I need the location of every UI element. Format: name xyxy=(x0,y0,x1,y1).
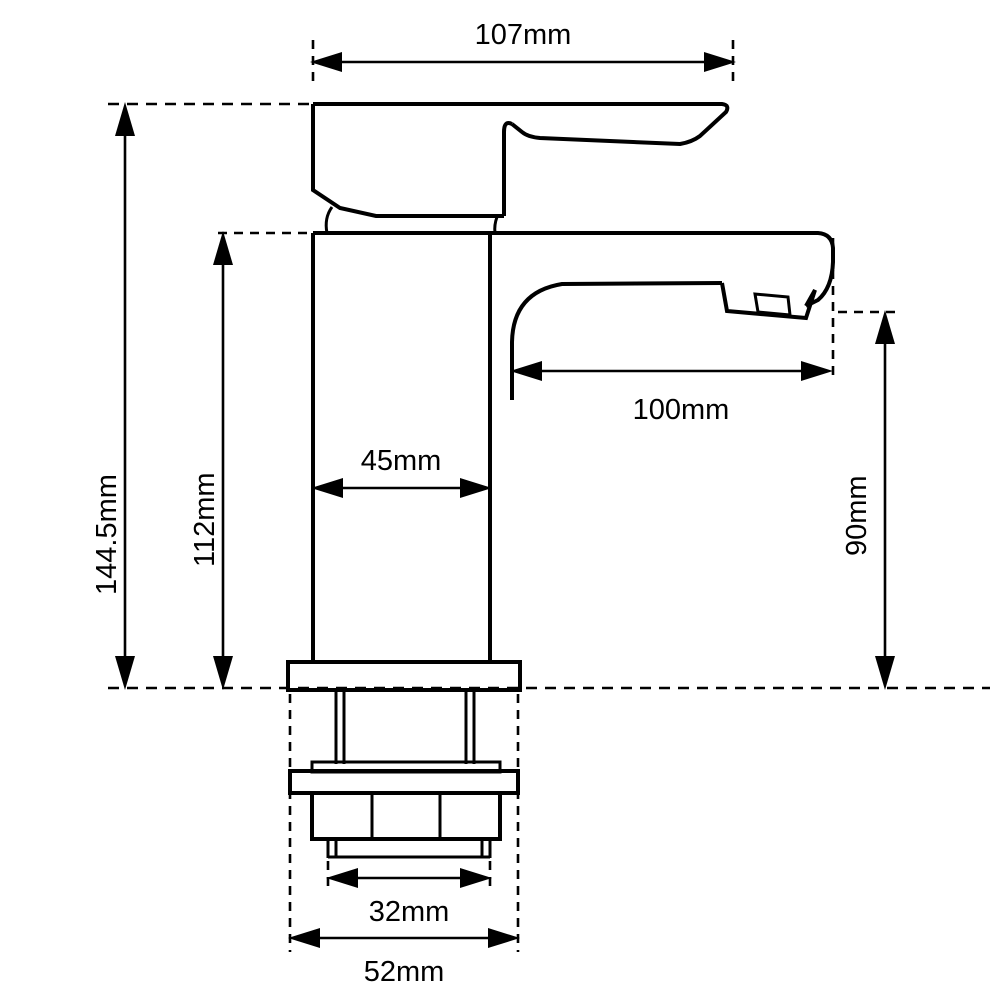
handle-pivot-right-curve xyxy=(493,216,499,234)
arrowhead-144-5-top xyxy=(115,102,135,136)
dim-label-32: 32mm xyxy=(369,896,450,928)
arrowhead-112-top xyxy=(213,231,233,265)
lever-handle-underside xyxy=(311,104,504,218)
arrowhead-45-left xyxy=(311,478,343,498)
arrowhead-90-bottom xyxy=(875,656,895,690)
arrowhead-90-top xyxy=(875,310,895,344)
spout-underside-curve xyxy=(510,281,723,400)
arrowhead-100-left xyxy=(510,361,542,381)
dim-label-107: 107mm xyxy=(475,19,572,51)
aerator-insert xyxy=(753,292,792,317)
arrowhead-52-right xyxy=(488,928,520,948)
fixing-nut-collar xyxy=(288,769,520,795)
tap-outline-group xyxy=(286,102,835,859)
lever-handle-upper-edge xyxy=(313,102,730,147)
arrowhead-52-left xyxy=(288,928,320,948)
arrowhead-32-right xyxy=(460,868,492,888)
spout-top-surface xyxy=(313,231,835,308)
dimension-spout-height: 90mm xyxy=(841,310,895,690)
arrowhead-107-left xyxy=(310,52,342,72)
dim-label-52: 52mm xyxy=(364,956,445,988)
dim-label-100: 100mm xyxy=(633,394,730,426)
dim-label-112: 112mm xyxy=(189,472,221,567)
arrowhead-45-right xyxy=(460,478,492,498)
aerator-housing xyxy=(720,282,817,321)
arrowhead-32-left xyxy=(326,868,358,888)
dimension-body-width: 45mm xyxy=(311,445,492,498)
fixing-nut-body xyxy=(310,791,502,841)
dimension-overall-height: 144.5mm xyxy=(91,102,135,690)
dimension-thread-diameter: 32mm xyxy=(326,868,492,928)
arrowhead-107-right xyxy=(704,52,736,72)
lever-handle-front-face xyxy=(502,121,513,208)
dimension-spout-reach: 100mm xyxy=(510,361,833,426)
arrowhead-144-5-bottom xyxy=(115,656,135,690)
arrowhead-112-bottom xyxy=(213,656,233,690)
handle-pivot-left-curve xyxy=(324,206,334,234)
dimension-base-diameter: 52mm xyxy=(288,928,520,988)
dim-label-45: 45mm xyxy=(361,445,442,477)
dimension-handle-length: 107mm xyxy=(310,19,736,72)
dim-label-144-5: 144.5mm xyxy=(91,474,123,595)
arrowhead-100-right xyxy=(801,361,833,381)
base-plate xyxy=(286,660,522,692)
dimension-body-height: 112mm xyxy=(189,231,233,690)
dim-label-90: 90mm xyxy=(841,475,873,556)
